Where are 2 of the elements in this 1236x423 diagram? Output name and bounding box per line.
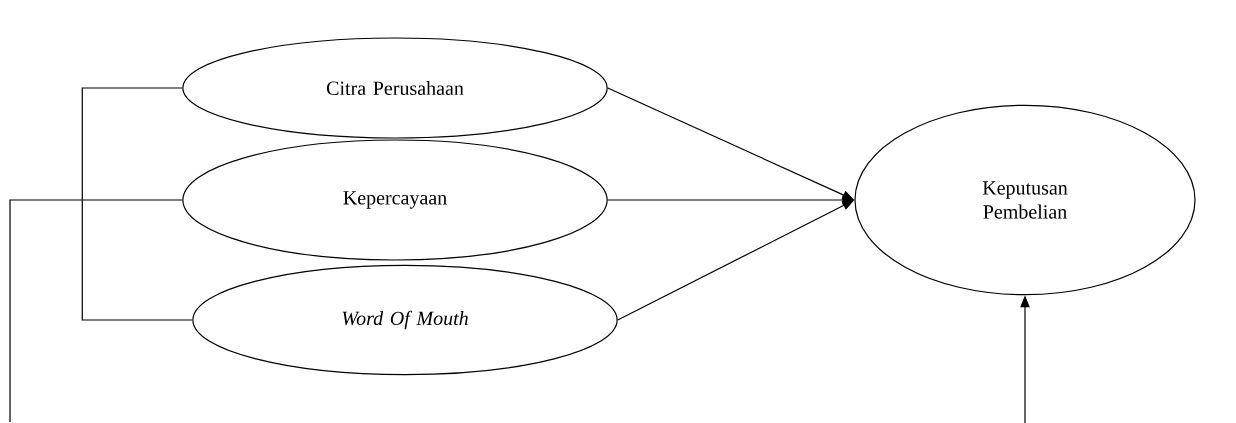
connector-line [81, 87, 193, 321]
connector-line [9, 199, 183, 423]
